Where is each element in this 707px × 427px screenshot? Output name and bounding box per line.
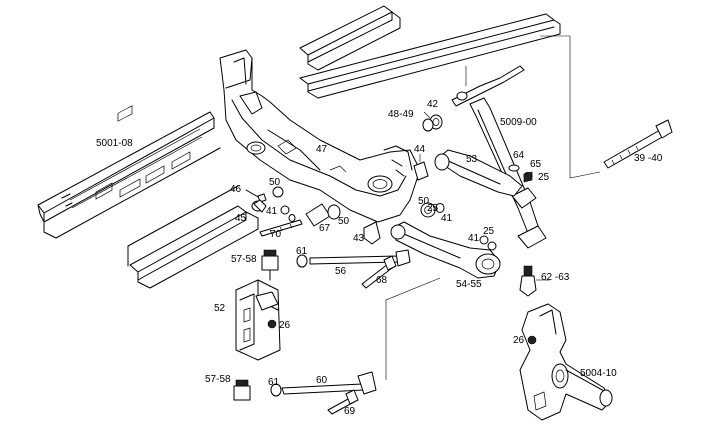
strut-56 bbox=[296, 249, 411, 268]
ball-joint-57-58-upper bbox=[261, 249, 279, 281]
label-washer-70: 70 bbox=[270, 229, 282, 240]
label-frame-rail: 5001-08 bbox=[96, 138, 133, 149]
frame-rail-lower-left bbox=[127, 185, 259, 289]
label-ball-joint-57-58-a: 57-58 bbox=[231, 254, 257, 265]
ball-joint-57-58-lower bbox=[233, 379, 251, 401]
label-nut-41-a: 41 bbox=[266, 206, 278, 217]
label-nut-25-c: 25 bbox=[483, 226, 495, 237]
label-stud-46: 46 bbox=[230, 184, 242, 195]
leader-frame-right bbox=[540, 35, 601, 179]
steering-knuckle bbox=[519, 303, 613, 421]
label-nut-50-a: 50 bbox=[269, 177, 281, 188]
label-tie-rod: 5009-00 bbox=[500, 117, 537, 128]
tie-rod bbox=[451, 65, 547, 249]
label-sleeve-67: 67 bbox=[319, 223, 331, 234]
label-bumper-44: 44 bbox=[414, 144, 426, 155]
label-nut-61-b: 61 bbox=[268, 377, 280, 388]
leader-lower bbox=[385, 277, 441, 380]
bolt-68 bbox=[361, 255, 397, 289]
label-upper-arm: 53 bbox=[466, 154, 478, 165]
bracket-52 bbox=[235, 279, 281, 361]
label-knuckle: 5004-10 bbox=[580, 368, 617, 379]
label-nut-26-b: 26 bbox=[513, 335, 525, 346]
label-strut-56: 56 bbox=[335, 266, 347, 277]
crossmember bbox=[219, 49, 421, 223]
link-60 bbox=[270, 371, 377, 397]
label-bolt-39-40: 39 -40 bbox=[634, 153, 663, 164]
label-bolt-68: 68 bbox=[376, 275, 388, 286]
label-ball-joint-62-63: 62 -63 bbox=[541, 272, 570, 283]
bolt-69 bbox=[327, 389, 359, 415]
bolt-set-right bbox=[420, 202, 497, 251]
callout-labels: 5001-08 47 5009-00 42 48-49 39 -40 44 53… bbox=[96, 99, 663, 417]
bolt-39-40 bbox=[603, 119, 673, 169]
label-crossmember: 47 bbox=[316, 144, 328, 155]
label-nut-50-c: 50 bbox=[418, 196, 430, 207]
label-nut-25-a: 25 bbox=[538, 172, 550, 183]
label-nut-41-c: 41 bbox=[468, 233, 480, 244]
label-bump-stop-43: 43 bbox=[353, 233, 365, 244]
sleeve-67 bbox=[305, 203, 341, 227]
label-nut-25-b: 25 bbox=[427, 203, 439, 214]
label-bracket-52: 52 bbox=[214, 303, 226, 314]
frame-rail-top bbox=[299, 5, 561, 99]
label-lower-arm: 54-55 bbox=[456, 279, 482, 290]
upper-control-arm bbox=[434, 149, 523, 197]
label-bolt-45: 45 bbox=[235, 213, 247, 224]
label-nut-65: 65 bbox=[530, 159, 542, 170]
label-nut-26-a: 26 bbox=[279, 320, 291, 331]
label-ball-joint-57-58-b: 57-58 bbox=[205, 374, 231, 385]
label-nut-61-a: 61 bbox=[296, 246, 308, 257]
label-link-60: 60 bbox=[316, 375, 328, 386]
bushing-42-assembly bbox=[422, 111, 443, 132]
label-nut-50-b: 50 bbox=[338, 216, 350, 227]
label-nut-41-b: 41 bbox=[441, 213, 453, 224]
label-bushing-42: 42 bbox=[427, 99, 439, 110]
ball-joint-62-63 bbox=[519, 265, 550, 297]
frame-rail-left bbox=[37, 105, 221, 239]
label-washer-48-49: 48-49 bbox=[388, 109, 414, 120]
lower-control-arm bbox=[390, 221, 501, 279]
label-washer-64: 64 bbox=[513, 150, 525, 161]
bolt-set-left bbox=[245, 186, 303, 237]
bump-stop-43 bbox=[363, 221, 381, 245]
bumper-44 bbox=[413, 154, 429, 181]
washers-64-65-25 bbox=[508, 164, 533, 183]
label-bolt-69: 69 bbox=[344, 406, 356, 417]
